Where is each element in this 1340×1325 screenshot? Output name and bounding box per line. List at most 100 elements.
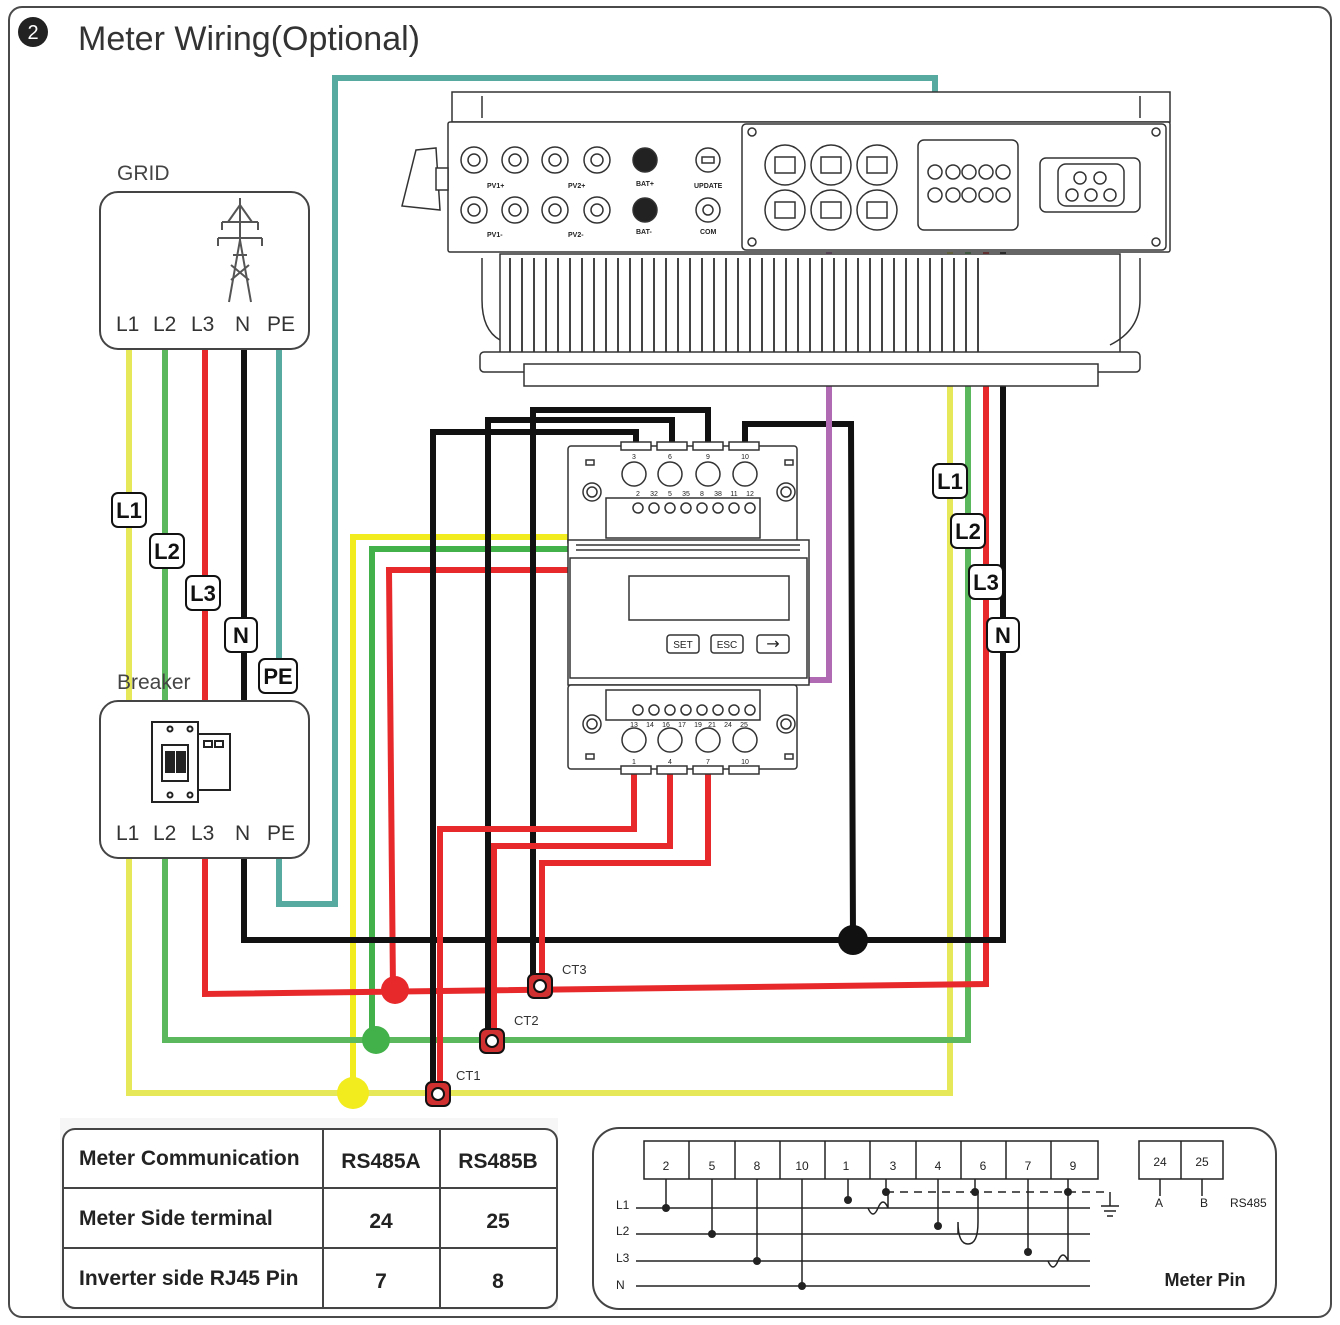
- junctions: [337, 925, 868, 1109]
- pin-2: 2: [663, 1159, 670, 1173]
- breaker-terminal-pe: PE: [267, 822, 295, 845]
- meter-buttons: [666, 634, 790, 654]
- pin-10: 10: [795, 1159, 809, 1173]
- ct-sensors: CT1 CT2 CT3: [425, 962, 587, 1107]
- tag-right-l3: L3: [973, 570, 999, 595]
- meter-top-3: 3: [632, 454, 636, 461]
- meter-small-11: 11: [730, 491, 737, 498]
- meter-labels: 3 6 9 10 2 32 5 35 8 38 11 12 13 14 16 1…: [630, 454, 754, 766]
- ct3-red-wire: [539, 770, 711, 978]
- tag-l2: L2: [154, 539, 180, 564]
- table-row2-b: 8: [492, 1270, 504, 1293]
- pin-1: 1: [843, 1159, 850, 1173]
- meter-small-35: 35: [682, 491, 690, 498]
- ct1-label: CT1: [456, 1068, 481, 1083]
- meter-small-12: 12: [746, 491, 754, 498]
- tag-right-n: N: [995, 623, 1011, 648]
- rj45-ports: [764, 144, 898, 231]
- line-l1: L1: [616, 1198, 630, 1212]
- rs485-table: Meter Communication RS485A RS485B Meter …: [60, 1118, 558, 1310]
- meter-small-38: 38: [714, 491, 722, 498]
- breaker-terminal-l3: L3: [191, 822, 214, 845]
- set-button[interactable]: [666, 634, 700, 654]
- heatsink: [479, 253, 1141, 387]
- schematic-wiring: [636, 1179, 1203, 1287]
- breaker-terminal-n: N: [235, 822, 250, 845]
- breaker-label: Breaker: [117, 671, 191, 694]
- table-row1-b: 25: [486, 1210, 510, 1233]
- n-wire-main: [241, 172, 1006, 943]
- meter-bottom-4: 4: [668, 759, 672, 766]
- breaker-terminal-l1: L1: [116, 822, 139, 845]
- grid-terminal-l2: L2: [153, 313, 176, 336]
- wire-tags-right: L1 L2 L3 N: [932, 463, 1020, 653]
- meter-small-21: 21: [708, 722, 716, 729]
- breaker-box: Breaker L1 L2 L3 N PE: [99, 671, 310, 859]
- page-title: Meter Wiring(Optional): [78, 20, 420, 58]
- meter-small-13: 13: [630, 722, 638, 729]
- line-l3: L3: [616, 1251, 630, 1265]
- step-badge: [18, 17, 48, 47]
- line-l2: L2: [616, 1224, 630, 1238]
- meter-display: [628, 575, 790, 621]
- wire-tags-left: L1 L2 L3 N PE: [111, 492, 298, 694]
- meter-small-5: 5: [668, 491, 672, 498]
- rs485-label: RS485: [1230, 1196, 1267, 1210]
- grid-terminal-pe: PE: [267, 313, 295, 336]
- tag-n: N: [233, 623, 249, 648]
- breaker-icon: [151, 721, 231, 803]
- line-n: N: [616, 1278, 625, 1292]
- meter-small-16: 16: [662, 722, 670, 729]
- next-button-label: →: [766, 634, 779, 653]
- inv-label-update: UPDATE: [694, 183, 723, 190]
- inv-label-pv1-minus: PV1-: [487, 232, 503, 239]
- table-row2-a: 7: [375, 1270, 387, 1293]
- pin-8: 8: [754, 1159, 761, 1173]
- inv-label-bat-minus: BAT-: [636, 229, 652, 236]
- meter-small-17: 17: [678, 722, 686, 729]
- page-frame: [8, 6, 1332, 1318]
- rs485-a: A: [1155, 1196, 1163, 1210]
- ct1: CT1: [425, 1068, 481, 1107]
- meter-small-8: 8: [700, 491, 704, 498]
- rs485-b: B: [1200, 1196, 1208, 1210]
- inv-label-pv2-plus: PV2+: [568, 183, 585, 190]
- grid-terminal-l1: L1: [116, 313, 139, 336]
- inv-label-bat-plus: BAT+: [636, 181, 654, 188]
- set-button-label: SET: [673, 640, 692, 651]
- tag-l3: L3: [190, 581, 216, 606]
- tag-right-l1: L1: [937, 469, 963, 494]
- tag-pe: PE: [263, 664, 292, 689]
- breaker-terminal-l2: L2: [153, 822, 176, 845]
- pin-4: 4: [935, 1159, 942, 1173]
- esc-button[interactable]: [710, 634, 744, 654]
- next-button[interactable]: [756, 634, 790, 654]
- comm-panel: [741, 123, 1167, 251]
- ct2-red-wire: [491, 770, 673, 1035]
- l2-wire-main: [162, 172, 971, 1043]
- meter-top-9: 9: [706, 454, 710, 461]
- table-header-col2: RS485A: [341, 1150, 420, 1173]
- pin-24: 24: [1153, 1155, 1167, 1169]
- meter-pin-schematic: 2 5 8 10 1 3 4 6 7 9 24 25 A B RS485 L1 …: [592, 1127, 1277, 1310]
- header: 2 Meter Wiring(Optional): [18, 17, 420, 58]
- pin-6: 6: [980, 1159, 987, 1173]
- n-junction-dot: [838, 925, 868, 955]
- ct2-label: CT2: [514, 1013, 539, 1028]
- l3-junction-dot: [381, 976, 409, 1004]
- meter-top-6: 6: [668, 454, 672, 461]
- ct3: CT3: [527, 962, 587, 999]
- ct2-black-wire: [485, 417, 675, 1035]
- ct3-black-wire: [530, 407, 711, 978]
- table-row2-label: Inverter side RJ45 Pin: [79, 1267, 298, 1290]
- ct1-red-wire: [437, 770, 637, 1085]
- tag-l1: L1: [116, 498, 142, 523]
- pin-9: 9: [1070, 1159, 1077, 1173]
- inv-label-com: COM: [700, 229, 717, 236]
- meter-bottom-10: 10: [741, 759, 749, 766]
- inverter: PV1+ PV2+ PV1- PV2- BAT+ BAT- UPDATE COM: [401, 91, 1171, 387]
- step-number: 2: [27, 22, 38, 44]
- meter-bottom-7: 7: [706, 759, 710, 766]
- pylon-icon: [217, 198, 263, 303]
